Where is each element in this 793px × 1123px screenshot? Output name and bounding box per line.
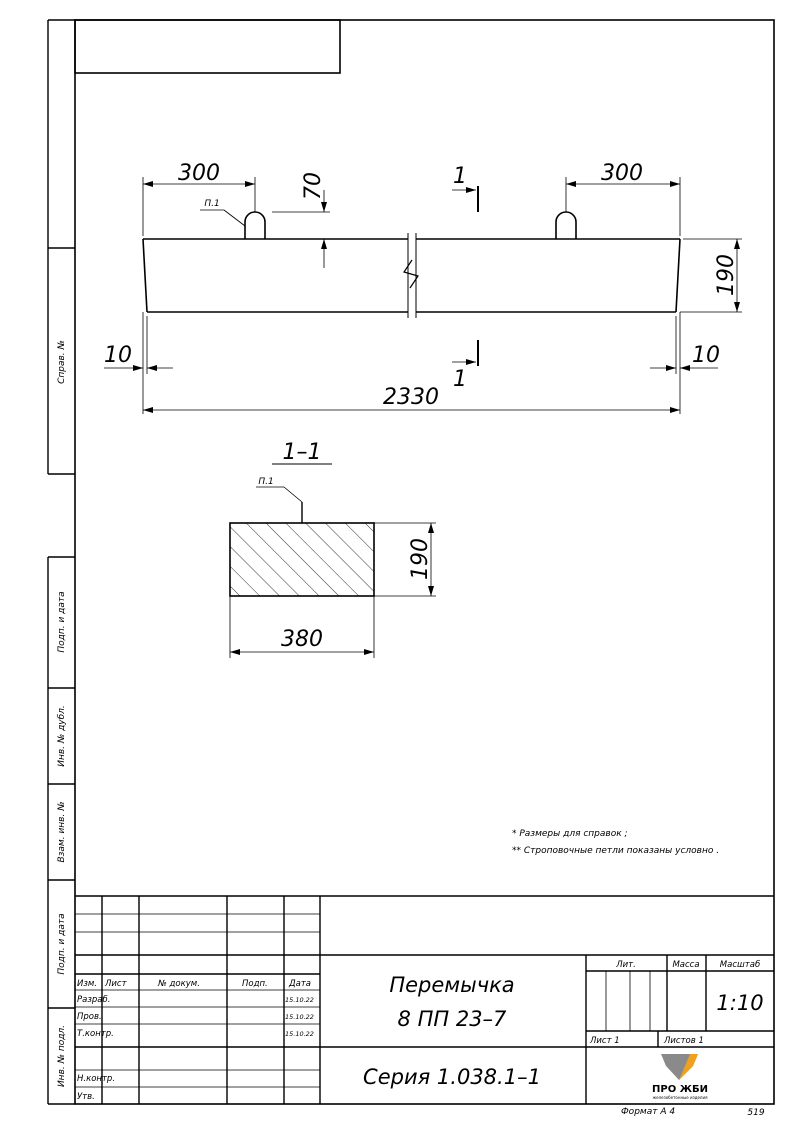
note-1: * Размеры для справок ;: [512, 829, 628, 839]
drawing-number: 519: [747, 1108, 764, 1118]
strip-label-sprav: Справ. №: [57, 340, 67, 384]
sheet-number: Лист 1: [589, 1036, 620, 1046]
note-2: ** Строповочные петли показаны условно .: [512, 846, 719, 856]
sheets-total: Листов 1: [663, 1036, 704, 1046]
scale-header: Масштаб: [720, 960, 760, 970]
header-dokum: № докум.: [157, 979, 200, 989]
dim-190-section: 190: [408, 538, 433, 580]
section-cut-marks: [452, 186, 479, 366]
lit-header: Лит.: [615, 960, 636, 970]
pro-zhbi-logo: ПРО ЖБИ железобетонные изделия: [652, 1054, 708, 1100]
dim-10-left: 10: [104, 343, 132, 368]
dim-300-left: 300: [178, 161, 220, 186]
loop-label-elevation: П.1: [204, 199, 219, 209]
section-hatched-body: [229, 522, 375, 597]
lintel-elevation: [142, 211, 681, 318]
header-data: Дата: [288, 979, 311, 989]
dim-2330: 2330: [383, 385, 439, 410]
product-name-line2: 8 ПП 23–7: [398, 1007, 508, 1031]
strip-label-vzam: Взам. инв. №: [57, 801, 67, 862]
row-date: 15.10.22: [285, 1013, 314, 1021]
row-date: 15.10.22: [285, 996, 314, 1004]
scale-value: 1:10: [716, 991, 763, 1015]
header-izm: Изм.: [77, 979, 97, 989]
mass-header: Масса: [672, 960, 699, 970]
loop-label-section: П.1: [258, 477, 273, 487]
row-role: Пров.: [77, 1012, 102, 1022]
title-block-texts: Изм. Лист № докум. Подп. Дата Разраб. 15…: [77, 960, 764, 1102]
format-label: Формат А 4: [621, 1107, 675, 1117]
sheet-footer: Формат А 4 519: [621, 1107, 765, 1118]
dim-380: 380: [281, 627, 323, 652]
dim-70: 70: [301, 172, 326, 200]
row-role: Т.контр.: [77, 1029, 114, 1039]
strip-label-inv-dubl: Инв. № дубл.: [57, 705, 67, 767]
drawing-notes: * Размеры для справок ; ** Строповочные …: [512, 829, 719, 856]
logo-subtitle: железобетонные изделия: [653, 1095, 709, 1100]
section-mark-bottom: 1: [453, 367, 467, 392]
lifting-loop-left: [244, 211, 266, 239]
row-role: Разраб.: [77, 995, 110, 1005]
row-role: Н.контр.: [77, 1074, 115, 1084]
strip-label-inv-podl: Инв. № подл.: [57, 1025, 67, 1087]
sheet-frame: [74, 19, 775, 1105]
section-title: 1–1: [283, 440, 322, 465]
strip-label-podp1: Подп. и дата: [57, 591, 67, 652]
strip-label-podp2: Подп. и дата: [57, 913, 67, 974]
dim-10-right: 10: [692, 343, 720, 368]
header-podp: Подп.: [242, 979, 268, 989]
left-strip-labels: Справ. № Подп. и дата Инв. № дубл. Взам.…: [57, 340, 67, 1087]
dim-300-right: 300: [601, 161, 643, 186]
elevation-dimensions: [104, 177, 742, 414]
lifting-loop-right: [555, 211, 577, 239]
section-1-1: 1–1 П.1 190 380: [229, 440, 436, 658]
header-list: Лист: [104, 979, 128, 989]
logo-text: ПРО ЖБИ: [652, 1084, 708, 1095]
series-label: Серия 1.038.1–1: [363, 1065, 541, 1089]
row-date: 15.10.22: [285, 1030, 314, 1038]
left-side-strip: [47, 19, 75, 1105]
elevation-dimension-texts: 300 300 70 190 10 10 2330 1 1 П.1: [104, 161, 739, 410]
row-role: Утв.: [77, 1092, 95, 1102]
product-name-line1: Перемычка: [389, 973, 514, 997]
title-block: [75, 895, 774, 1104]
section-mark-top: 1: [453, 164, 467, 189]
dim-190-elevation: 190: [714, 254, 739, 296]
